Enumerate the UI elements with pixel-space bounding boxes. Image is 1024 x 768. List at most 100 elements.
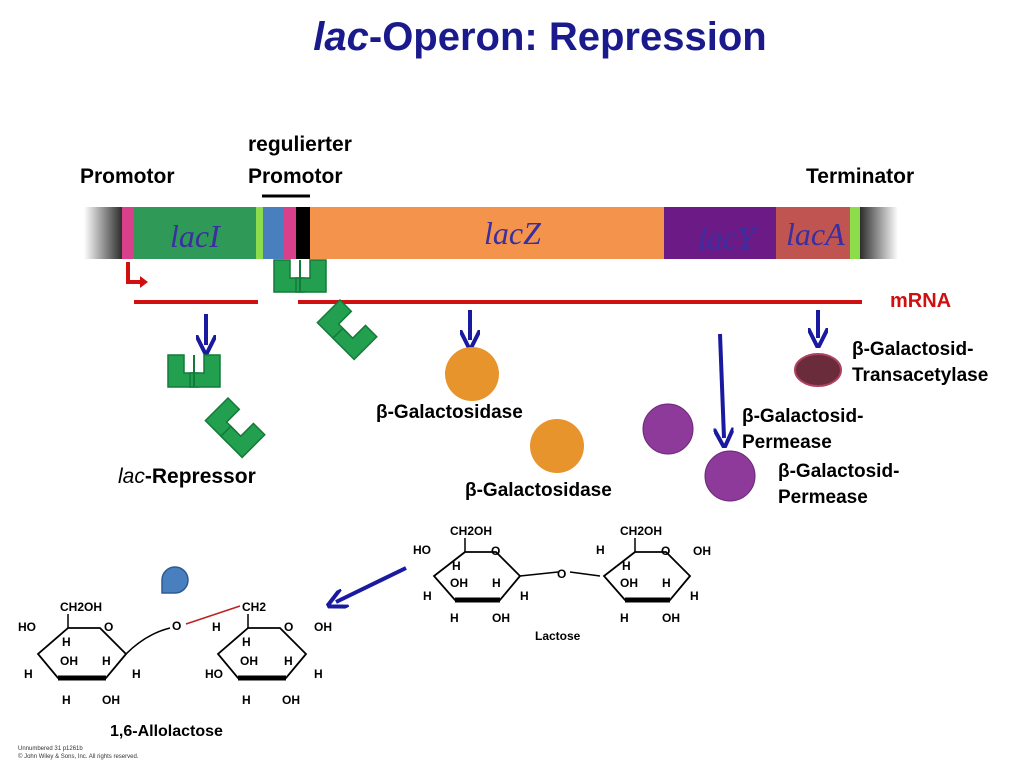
- svg-text:O: O: [104, 620, 113, 634]
- lactose-name: Lactose: [535, 629, 581, 643]
- permease-label-2-line2: Permease: [778, 487, 868, 508]
- svg-text:OH: OH: [240, 654, 258, 668]
- permease-label-1-line1: β-Galactosid-: [742, 406, 863, 427]
- svg-text:CH2OH: CH2OH: [450, 524, 492, 538]
- transacetylase-label-line1: β-Galactosid-: [852, 339, 973, 360]
- galactosidase-label-2: β-Galactosidase: [465, 480, 612, 501]
- allolactose-link-oxygen: O: [172, 619, 181, 633]
- lacI-label: lacI: [170, 218, 221, 254]
- permease-protein-2: [704, 450, 756, 502]
- permease-label-1-line2: Permease: [742, 432, 832, 453]
- galactosidase-protein-2: [530, 419, 584, 473]
- svg-text:OH: OH: [450, 576, 468, 590]
- svg-text:H: H: [24, 667, 33, 681]
- svg-text:OH: OH: [282, 693, 300, 707]
- svg-text:OH: OH: [60, 654, 78, 668]
- svg-text:O: O: [661, 544, 670, 558]
- svg-text:H: H: [132, 667, 141, 681]
- svg-text:H: H: [62, 693, 71, 707]
- svg-text:O: O: [491, 544, 500, 558]
- svg-text:H: H: [520, 589, 529, 603]
- galactosidase-label-1: β-Galactosidase: [376, 402, 523, 423]
- svg-text:H: H: [212, 620, 221, 634]
- lactose-link-oxygen: O: [557, 567, 566, 581]
- free-repressor-lower: [204, 397, 266, 459]
- svg-text:H: H: [622, 559, 631, 573]
- lacY-label: lacY: [698, 220, 758, 256]
- promotor-label: Promotor: [80, 165, 175, 188]
- svg-text:OH: OH: [102, 693, 120, 707]
- lacA-gene: [776, 207, 850, 259]
- lacI-promotor-segment: [122, 207, 134, 259]
- page-title: lac-Operon: Repression: [313, 15, 766, 59]
- transcription-start-arrow: [126, 262, 140, 284]
- lacI-terminator-segment: [256, 207, 263, 259]
- svg-text:CH2OH: CH2OH: [620, 524, 662, 538]
- svg-text:HO: HO: [18, 620, 36, 634]
- svg-text:H: H: [596, 543, 605, 557]
- svg-text:OH: OH: [693, 544, 711, 558]
- transacetylase-label-line2: Transacetylase: [852, 365, 988, 386]
- lactose-structure: CH2OH O HO H H OH H H H OH O CH2OH O OH …: [413, 524, 711, 643]
- free-repressor-upper: [167, 354, 221, 388]
- allolactose-ring-2: CH2 O OH H H OH H HO H H OH: [205, 600, 332, 707]
- galactosidase-protein-1: [445, 347, 499, 401]
- svg-text:H: H: [492, 576, 501, 590]
- permease-protein-1: [642, 403, 694, 455]
- lacI-gene: [134, 207, 256, 259]
- transacetylase-protein: [794, 353, 842, 387]
- svg-text:H: H: [690, 589, 699, 603]
- svg-text:H: H: [284, 654, 293, 668]
- spacer-segment: [263, 207, 284, 259]
- bound-repressor-lower: [316, 299, 378, 361]
- copyright-line2: © John Wiley & Sons, Inc. All rights res…: [18, 753, 139, 760]
- terminator-segment: [850, 207, 860, 259]
- svg-text:OH: OH: [662, 611, 680, 625]
- allolactose-structure: CH2OH O HO H H OH H H H OH O CH2 O OH H …: [18, 600, 332, 740]
- svg-text:H: H: [662, 576, 671, 590]
- terminator-label: Terminator: [806, 165, 914, 188]
- operator-segment: [296, 207, 310, 259]
- bound-repressor-upper: [273, 259, 327, 293]
- svg-text:H: H: [452, 559, 461, 573]
- allolactose-name: 1,6-Allolactose: [110, 723, 223, 740]
- svg-text:O: O: [284, 620, 293, 634]
- dna-end-left: [84, 207, 124, 259]
- transcription-start-arrowhead: [140, 276, 148, 288]
- lacA-label: lacA: [786, 216, 845, 252]
- svg-text:H: H: [242, 635, 251, 649]
- svg-text:OH: OH: [620, 576, 638, 590]
- svg-text:HO: HO: [205, 667, 223, 681]
- regulated-promotor-label-line2: Promotor: [248, 165, 343, 188]
- inducer-molecule: [161, 566, 189, 594]
- svg-text:CH2: CH2: [242, 600, 266, 614]
- lacZ-label: lacZ: [484, 215, 542, 251]
- svg-text:H: H: [450, 611, 459, 625]
- svg-text:H: H: [62, 635, 71, 649]
- svg-text:OH: OH: [492, 611, 510, 625]
- lac-promotor-segment: [284, 207, 296, 259]
- dna-end-right: [858, 207, 898, 259]
- lactose-ring-1: CH2OH O HO H H OH H H H OH: [413, 524, 529, 625]
- svg-text:H: H: [102, 654, 111, 668]
- svg-text:H: H: [242, 693, 251, 707]
- repressor-label: lac-Repressor: [118, 465, 256, 488]
- svg-text:H: H: [620, 611, 629, 625]
- copyright-line1: Unnumbered 31 p1261b: [18, 746, 83, 752]
- svg-text:HO: HO: [413, 543, 431, 557]
- lactose-to-allolactose-arrow: [336, 566, 407, 602]
- lacY-gene: [664, 207, 776, 259]
- regulated-promotor-label-line1: regulierter: [248, 133, 352, 156]
- lacY-expression-arrow: [720, 333, 724, 438]
- dna-strand: [84, 207, 898, 259]
- permease-label-2-line1: β-Galactosid-: [778, 461, 899, 482]
- mrna-label: mRNA: [890, 290, 951, 312]
- svg-text:CH2OH: CH2OH: [60, 600, 102, 614]
- lacZ-gene: [310, 207, 664, 259]
- svg-text:H: H: [423, 589, 432, 603]
- lactose-ring-2: CH2OH O OH H H OH H H H OH: [596, 524, 711, 625]
- svg-text:OH: OH: [314, 620, 332, 634]
- svg-text:H: H: [314, 667, 323, 681]
- allolactose-ring-1: CH2OH O HO H H OH H H H OH: [18, 600, 141, 707]
